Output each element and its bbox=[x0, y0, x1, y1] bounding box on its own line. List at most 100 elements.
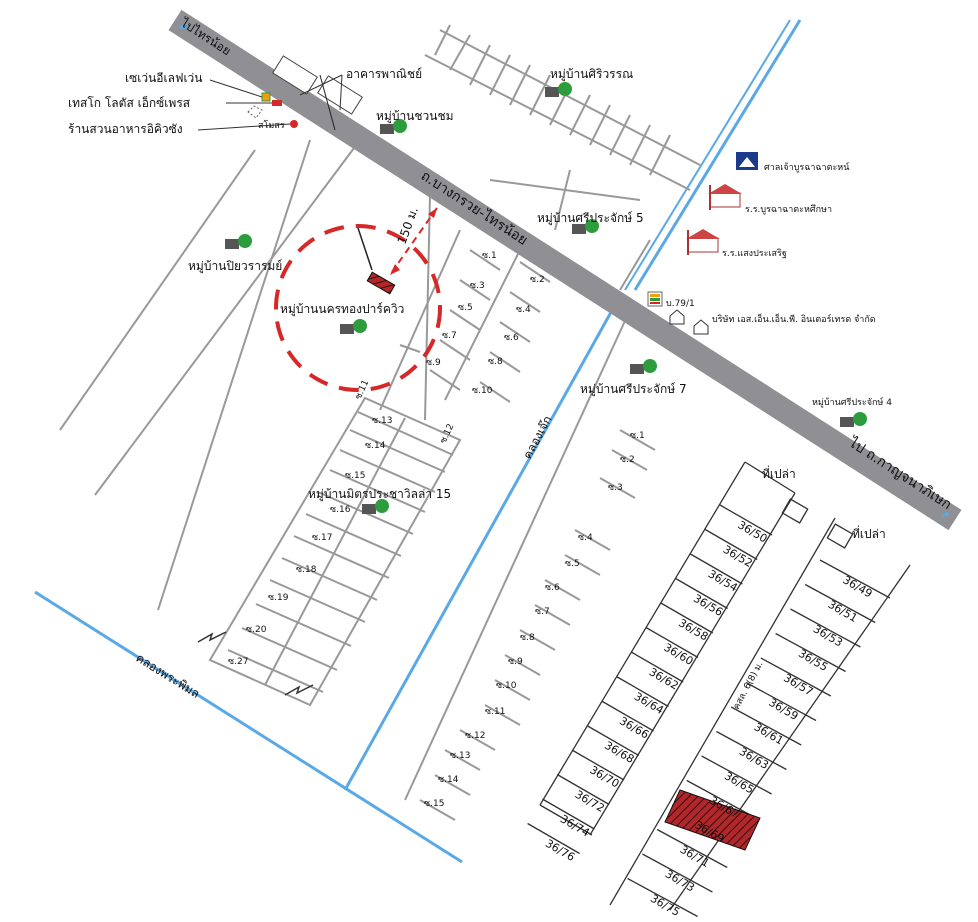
plot-boundary bbox=[804, 583, 876, 624]
soi-label: ซ.17 bbox=[312, 533, 332, 543]
plot-boundary bbox=[642, 853, 713, 893]
soi-label: ซ.15 bbox=[345, 471, 365, 481]
local-roads bbox=[59, 139, 651, 801]
focus-circle bbox=[274, 224, 442, 392]
mitrprachavilla-block bbox=[208, 396, 462, 707]
plot-label-left: 36/70 bbox=[588, 763, 622, 790]
plot-boundary bbox=[539, 804, 593, 836]
canals bbox=[34, 19, 802, 864]
plot-boundary bbox=[630, 651, 684, 683]
soi-label: ซ.18 bbox=[296, 565, 317, 575]
soi-label: ซ.3 bbox=[470, 281, 485, 291]
soi-label: ซ.10 bbox=[472, 386, 493, 396]
soi-label: ซ.11 bbox=[354, 379, 372, 402]
soi-label: ซ.13 bbox=[372, 416, 392, 426]
samoson-icon bbox=[247, 105, 263, 119]
plot-boundary bbox=[790, 608, 861, 648]
road-label-main: ถ.บางกรวย-ไทรน้อย bbox=[418, 167, 531, 249]
soi-label: ซ.7 bbox=[535, 607, 550, 617]
plot-label-right: 36/75 bbox=[648, 892, 682, 919]
plot-boundary bbox=[616, 675, 669, 708]
soi-label: ซ.6 bbox=[545, 583, 560, 593]
canal-label-praphimon: คลองพระพิมล bbox=[133, 651, 202, 701]
soi-label: ซ.8 bbox=[520, 633, 535, 643]
soi-label: ซ.5 bbox=[565, 559, 580, 569]
soi-label: ซ.5 bbox=[458, 303, 473, 313]
shrine-icon bbox=[736, 152, 758, 170]
canal-north-branch-bank bbox=[624, 19, 791, 291]
village-icon-nakhontong bbox=[340, 319, 367, 334]
label-commercial: อาคารพาณิชย์ bbox=[346, 67, 422, 81]
label-school1: ร.ร.บูรฉาฉาตะหศึกษา bbox=[745, 204, 832, 215]
plot-boundary bbox=[686, 779, 758, 820]
label-tesco: เทสโก โลตัส เอ็กซ์เพรส bbox=[68, 95, 191, 110]
highlighted-plot bbox=[664, 789, 761, 851]
label-vacant-left: ที่เปล่า bbox=[762, 465, 796, 481]
label-distance: 150 ม. bbox=[395, 205, 421, 246]
plot-grid bbox=[539, 461, 911, 911]
label-nakhontong: หมู่บ้านนครทองปาร์ควิว bbox=[280, 302, 404, 317]
soi-label: ซ.1 bbox=[630, 431, 645, 441]
plot-label-right: 36/57 bbox=[781, 671, 815, 698]
restaurant-icon bbox=[290, 120, 298, 128]
label-seven-eleven: เซเว่นอีเลฟเว่น bbox=[125, 71, 203, 85]
school-icon-1 bbox=[708, 184, 742, 210]
label-sriprachak5: หมู่บ้านศรีประจักษ์ 5 bbox=[537, 211, 644, 226]
plot-boundary bbox=[819, 559, 891, 599]
plot-boundary bbox=[571, 749, 625, 781]
plot-label-left: 36/62 bbox=[647, 665, 681, 692]
village-icon-mitrprachavilla bbox=[362, 499, 389, 514]
plot-label-right: 36/51 bbox=[826, 598, 860, 625]
plot-label-left: 36/58 bbox=[676, 616, 710, 643]
plot-boundary bbox=[586, 724, 640, 757]
label-restaurant: ร้านสวนอาหารอิคิวซัง bbox=[68, 122, 183, 136]
plot-label-right: 36/71 bbox=[678, 843, 712, 870]
plot-labels: 36/5036/5236/5436/5636/5836/6036/6236/64… bbox=[543, 518, 874, 919]
distance-line bbox=[391, 207, 438, 273]
soi-label: ซ.9 bbox=[426, 358, 441, 368]
label-mitrprachavilla: หมู่บ้านมิตรประชาวิลล่า 15 bbox=[308, 487, 451, 502]
main-road bbox=[168, 9, 962, 531]
leader-lines bbox=[197, 74, 343, 131]
label-company: บริษัท เอส.เอ็น.เอ็น.พี. อินเตอร์เทรด จำ… bbox=[712, 312, 876, 325]
plot-label-left: 36/50 bbox=[736, 518, 770, 545]
plot-label-right: 36/59 bbox=[767, 696, 801, 723]
village-icon-chuanchom bbox=[380, 119, 407, 134]
village-icon-sriprachak5 bbox=[572, 219, 599, 234]
plot-boundary bbox=[660, 602, 714, 634]
warehouse-icon-1 bbox=[669, 309, 685, 325]
soi-label: ซ.10 bbox=[496, 681, 517, 691]
plot-boundary bbox=[775, 632, 846, 673]
vacant-box-left bbox=[781, 498, 809, 524]
label-sriprachak7: หมู่บ้านศรีประจักษ์ 7 bbox=[580, 382, 687, 397]
plot-label-right: 36/65 bbox=[722, 769, 756, 796]
soi-label: ซ.7 bbox=[442, 331, 457, 341]
soi-label: ซ.15 bbox=[424, 799, 444, 809]
plot-label-left: 36/68 bbox=[602, 739, 636, 766]
soi-label: ซ.3 bbox=[608, 483, 623, 493]
tesco-icon bbox=[272, 100, 282, 106]
plot-boundary bbox=[745, 681, 817, 722]
soi-label: ซ.11 bbox=[485, 707, 505, 717]
soi-label: ซ.6 bbox=[504, 333, 519, 343]
plot-boundary bbox=[527, 822, 580, 855]
label-sriprachak4: หมู่บ้านศรีประจักษ์ 4 bbox=[812, 396, 892, 408]
plot-label-right: 36/49 bbox=[841, 573, 875, 600]
soi-label: ซ.14 bbox=[365, 441, 386, 451]
plot-boundary bbox=[675, 577, 728, 610]
soi-label: ซ.12 bbox=[439, 423, 457, 446]
plot-boundary bbox=[730, 706, 802, 746]
plot-label-left: 36/56 bbox=[691, 592, 725, 619]
village-icon-piyawaram bbox=[225, 234, 252, 249]
plot-boundary bbox=[542, 798, 595, 830]
label-samoson: สโมสร bbox=[258, 120, 285, 131]
khlong-praphimon bbox=[34, 590, 463, 864]
label-piyawaram: หมู่บ้านปิยวรารมย์ bbox=[188, 259, 282, 274]
vacant-box-right bbox=[826, 523, 854, 549]
khlong-jek bbox=[343, 304, 617, 791]
soi-labels: ซ.1ซ.2ซ.3ซ.4ซ.5ซ.6ซ.7ซ.8ซ.9ซ.10ซ.11ซ.12ซ… bbox=[228, 251, 645, 809]
canal-label-jek: คลองเจ๊ก bbox=[520, 413, 554, 461]
label-chuanchom: หมู่บ้านชวนชม bbox=[376, 109, 454, 124]
plot-boundary bbox=[645, 626, 699, 659]
